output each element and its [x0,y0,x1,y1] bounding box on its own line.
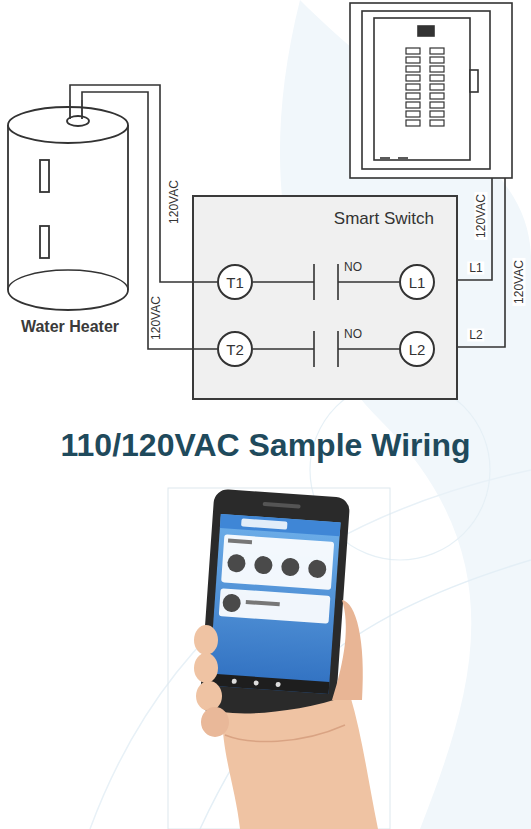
background-swoosh [90,0,531,829]
node-title: Smart Switch [334,209,434,229]
breaker [430,111,444,117]
contact-label: NO [342,260,364,274]
contact-label: NO [342,327,364,341]
photo-frame [168,488,390,829]
breaker [406,102,420,108]
terminal-label: T1 [226,274,244,291]
breaker [430,48,444,54]
terminal-circle: L1 [399,264,435,300]
voltage-label: 120VAC [168,178,181,226]
app-button [308,559,327,578]
terminal-circle: T2 [217,331,253,367]
line-label: L2 [467,329,484,342]
breaker [406,93,420,99]
voltage-label: 120VAC [513,258,526,306]
breaker [406,111,420,117]
terminal-circle: T1 [217,264,253,300]
smartphone [199,489,350,722]
breaker-rows [406,48,444,126]
app-buttons [226,539,328,579]
breaker [430,120,444,126]
breaker [406,57,420,63]
switch-contact-wire [253,331,399,367]
terminal-label: L1 [409,274,426,291]
breaker [406,120,420,126]
breaker [430,66,444,72]
water-heater-illustration [8,100,128,310]
water-heater: Water Heater [5,100,135,340]
terminal-label: T2 [226,341,244,358]
breaker [406,84,420,90]
app-button [281,557,300,576]
smart-switch-box: Smart SwitchT1 L1T2 L2 [192,195,458,400]
breaker [430,84,444,90]
hand [194,600,378,829]
load-wire [70,85,217,282]
voltage-label: 120VAC [475,192,488,240]
terminal-label: L2 [409,341,426,358]
app-heading-bar [228,539,252,545]
breaker [406,66,420,72]
breaker [406,75,420,81]
switch-contact-wire [253,264,399,300]
voltage-label: 120VAC [150,294,163,342]
line-label: L1 [467,262,484,275]
load-wire [82,92,217,349]
app-button [254,556,273,575]
breaker [430,75,444,81]
diagram-title: 110/120VAC Sample Wiring [0,427,531,464]
node-title: Water Heater [5,318,135,336]
breaker [430,102,444,108]
breaker-panel [350,3,512,178]
switch-box-fill [192,195,458,400]
breaker [406,48,420,54]
app-button [227,554,246,573]
breaker [430,93,444,99]
terminal-circle: L2 [399,331,435,367]
breaker [430,57,444,63]
